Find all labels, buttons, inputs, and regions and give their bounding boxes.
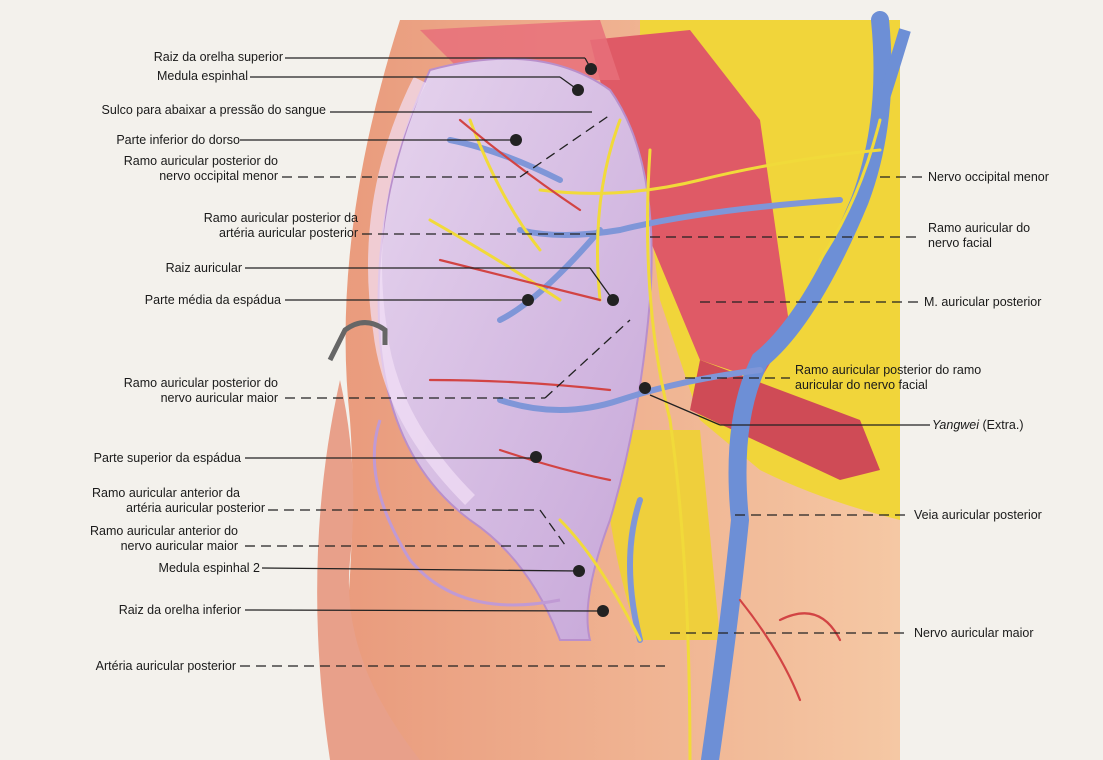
label-m-auricular-posterior: M. auricular posterior — [924, 295, 1041, 309]
point-parte-superior-espadua — [530, 451, 542, 463]
point-yangwei — [639, 382, 651, 394]
label-ramo-aur-ant-maior-line2: nervo auricular maior — [121, 539, 238, 553]
label-medula-espinhal-2: Medula espinhal 2 — [159, 561, 260, 575]
label-arteria-auricular-posterior: Artéria auricular posterior — [96, 659, 236, 673]
label-raiz-auricular: Raiz auricular — [166, 261, 242, 275]
label-parte-media-espadua: Parte média da espádua — [145, 293, 281, 307]
label-ramo-aur-post-ramo-line1: Ramo auricular posterior do ramo — [795, 363, 981, 377]
label-medula-espinhal: Medula espinhal — [157, 69, 248, 83]
label-ramo-aur-nervo-facial-line1: Ramo auricular do — [928, 221, 1030, 235]
label-ramo-aur-nervo-facial-line2: nervo facial — [928, 236, 992, 250]
label-veia-auricular-posterior: Veia auricular posterior — [914, 508, 1042, 522]
label-ramo-aur-ant-maior-line1: Ramo auricular anterior do — [90, 524, 238, 538]
label-ramo-aur-post-arteria-line2: artéria auricular posterior — [219, 226, 358, 240]
label-ramo-aur-post-arteria-line1: Ramo auricular posterior da — [204, 211, 358, 225]
label-yangwei: Yangwei (Extra.) — [932, 418, 1023, 432]
label-ramo-aur-post-occipital-line2: nervo occipital menor — [159, 169, 278, 183]
label-parte-inferior-dorso: Parte inferior do dorso — [116, 133, 240, 147]
label-raiz-orelha-superior: Raiz da orelha superior — [154, 50, 283, 64]
label-ramo-aur-ant-arteria-line1: Ramo auricular anterior da — [92, 486, 240, 500]
label-sulco: Sulco para abaixar a pressão do sangue — [102, 103, 326, 117]
label-nervo-auricular-maior: Nervo auricular maior — [914, 626, 1033, 640]
label-yangwei-extra: (Extra.) — [979, 418, 1023, 432]
label-ramo-aur-ant-arteria-line2: artéria auricular posterior — [126, 501, 265, 515]
label-ramo-aur-post-occipital-line1: Ramo auricular posterior do — [124, 154, 278, 168]
label-ramo-aur-post-maior-line2: nervo auricular maior — [161, 391, 278, 405]
label-yangwei-italic: Yangwei — [932, 418, 979, 432]
label-parte-superior-espadua: Parte superior da espádua — [94, 451, 241, 465]
label-ramo-aur-post-maior-line1: Ramo auricular posterior do — [124, 376, 278, 390]
label-nervo-occipital-menor: Nervo occipital menor — [928, 170, 1049, 184]
label-raiz-orelha-inferior: Raiz da orelha inferior — [119, 603, 241, 617]
label-ramo-aur-post-ramo-line2: auricular do nervo facial — [795, 378, 928, 392]
